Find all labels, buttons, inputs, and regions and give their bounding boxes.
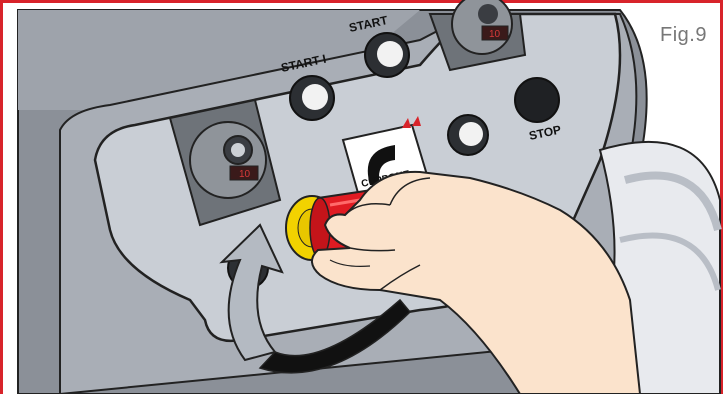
start-2-button[interactable] [365, 33, 409, 77]
start-1-button[interactable] [290, 76, 334, 120]
stop-button[interactable] [515, 78, 559, 122]
top-timer-display: 10 [489, 29, 501, 40]
left-timer-display: 10 [239, 169, 251, 180]
figure-label: Fig.9 [660, 24, 707, 47]
light-button[interactable] [448, 115, 488, 155]
